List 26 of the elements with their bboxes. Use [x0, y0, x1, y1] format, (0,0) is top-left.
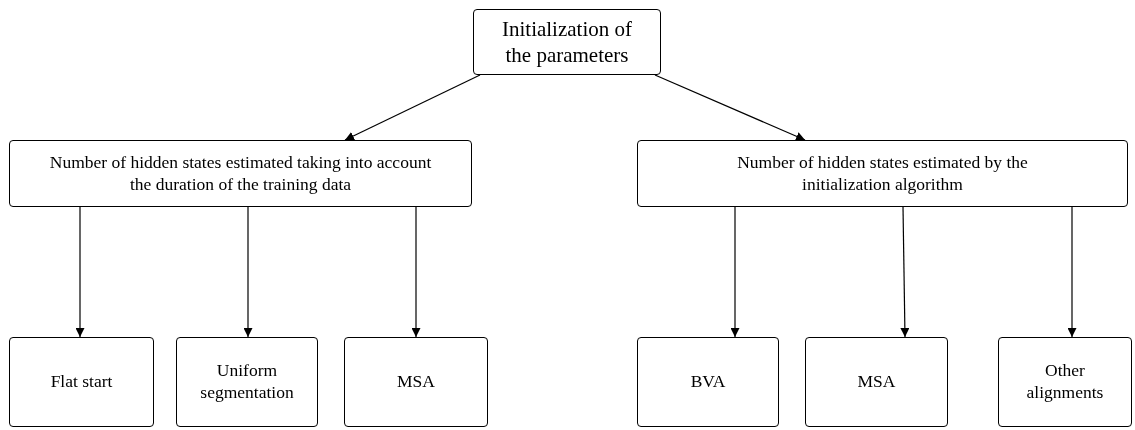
box-label: Other alignments — [1025, 360, 1105, 404]
box-label: Number of hidden states estimated taking into account the duration of the training data — [48, 151, 433, 196]
process-box — [637, 140, 1128, 207]
box-label: MSA — [397, 371, 435, 393]
arrow — [344, 74, 481, 141]
box-label: BVA — [690, 371, 726, 393]
process-box — [637, 337, 779, 427]
process-box — [9, 337, 154, 427]
arrow — [654, 74, 806, 141]
arrow — [75, 206, 85, 338]
box-label: Number of hidden states estimated by the initialization algorithm — [736, 151, 1029, 196]
process-box — [805, 337, 948, 427]
box-label: MSA — [857, 371, 896, 393]
process-box — [344, 337, 488, 427]
process-box — [9, 140, 472, 207]
box-label: Initialization of the parameters — [500, 15, 633, 69]
arrow — [730, 206, 740, 338]
process-box — [998, 337, 1132, 427]
arrow — [900, 206, 910, 338]
arrow — [243, 206, 253, 338]
box-label: Flat start — [50, 371, 113, 393]
process-box — [473, 9, 661, 75]
arrow — [1067, 206, 1077, 338]
box-label: Uniform segmentation — [199, 360, 295, 404]
arrow — [411, 206, 421, 338]
process-box — [176, 337, 318, 427]
